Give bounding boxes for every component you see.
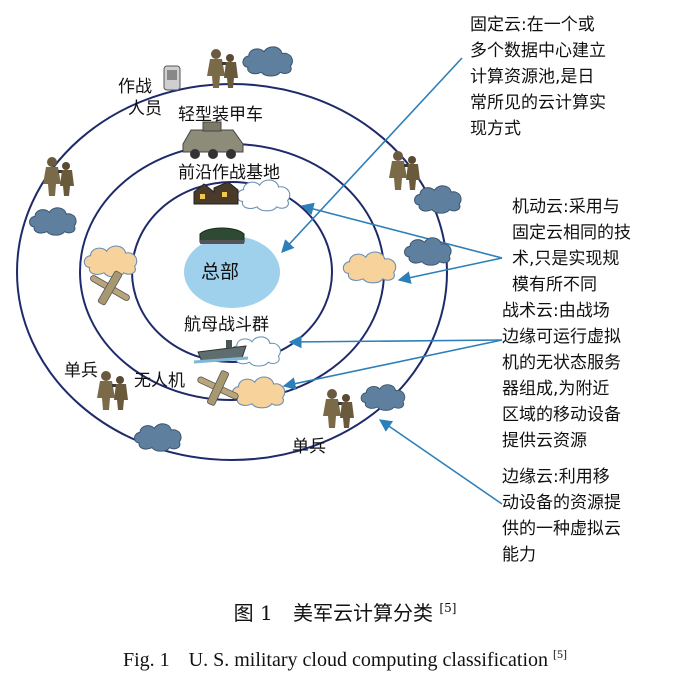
annotation-edge-cloud: 边缘云:利用移动设备的资源提供的一种虚拟云能力: [502, 467, 621, 565]
label-forward-base: 前沿作战基地: [178, 163, 280, 183]
uav-icon: [90, 270, 130, 306]
annotation-tactical-cloud: 战术云:由战场边缘可运行虚拟机的无状态服务器组成,为附近区域的移动设备提供云资源: [502, 301, 621, 451]
label-soldier-left: 单兵: [64, 361, 98, 381]
annotation-arrow: [378, 419, 503, 505]
cloud-icon: [342, 251, 397, 284]
label-light-armored-vehicle: 轻型装甲车: [178, 105, 263, 125]
caption-english: Fig. 1 U. S. military cloud computing cl…: [123, 647, 567, 671]
annotation-arrow: [281, 57, 463, 253]
headquarters-cloud: [184, 236, 280, 308]
uav-icon: [197, 370, 239, 406]
carrier-icon: [193, 340, 249, 364]
cloud-icon: [414, 185, 462, 214]
cloud-icon: [231, 376, 286, 409]
label-carrier-group: 航母战斗群: [184, 315, 269, 335]
soldier-icon: [97, 371, 128, 410]
annotation-fixed-cloud: 固定云:在一个或多个数据中心建立计算资源池,是日常所见的云计算实现方式: [470, 15, 606, 139]
annotation-mobile-cloud: 机动云:采用与固定云相同的技术,只是实现规模有所不同: [512, 197, 631, 295]
cloud-icon: [134, 423, 182, 452]
cloud-icon: [360, 384, 406, 411]
annotation-arrows: [281, 57, 503, 505]
annotation-arrow: [300, 202, 503, 259]
forward-base-icon: [193, 181, 239, 205]
armored-vehicle-icon: [182, 121, 244, 159]
headquarters-icon: [199, 227, 245, 244]
label-headquarters: 总部: [201, 261, 239, 283]
cloud-icon: [236, 179, 291, 212]
annotation-arrow: [282, 339, 503, 390]
label-combat-personnel: 作战 人员: [118, 77, 162, 119]
cloud-icon: [83, 245, 138, 278]
soldier-icon: [389, 151, 420, 190]
annotation-arrow: [288, 335, 503, 349]
soldier-icon: [43, 157, 74, 196]
label-soldier-right: 单兵: [292, 437, 326, 457]
phone-icon: [163, 65, 181, 91]
soldier-icon: [323, 389, 354, 428]
caption-chinese: 图 1 美军云计算分类 [5]: [234, 601, 457, 625]
cloud-icon: [242, 46, 293, 77]
cloud-icon: [29, 207, 77, 236]
annotation-arrow: [397, 257, 503, 284]
label-uav: 无人机: [134, 371, 185, 391]
soldier-icon: [207, 49, 238, 88]
